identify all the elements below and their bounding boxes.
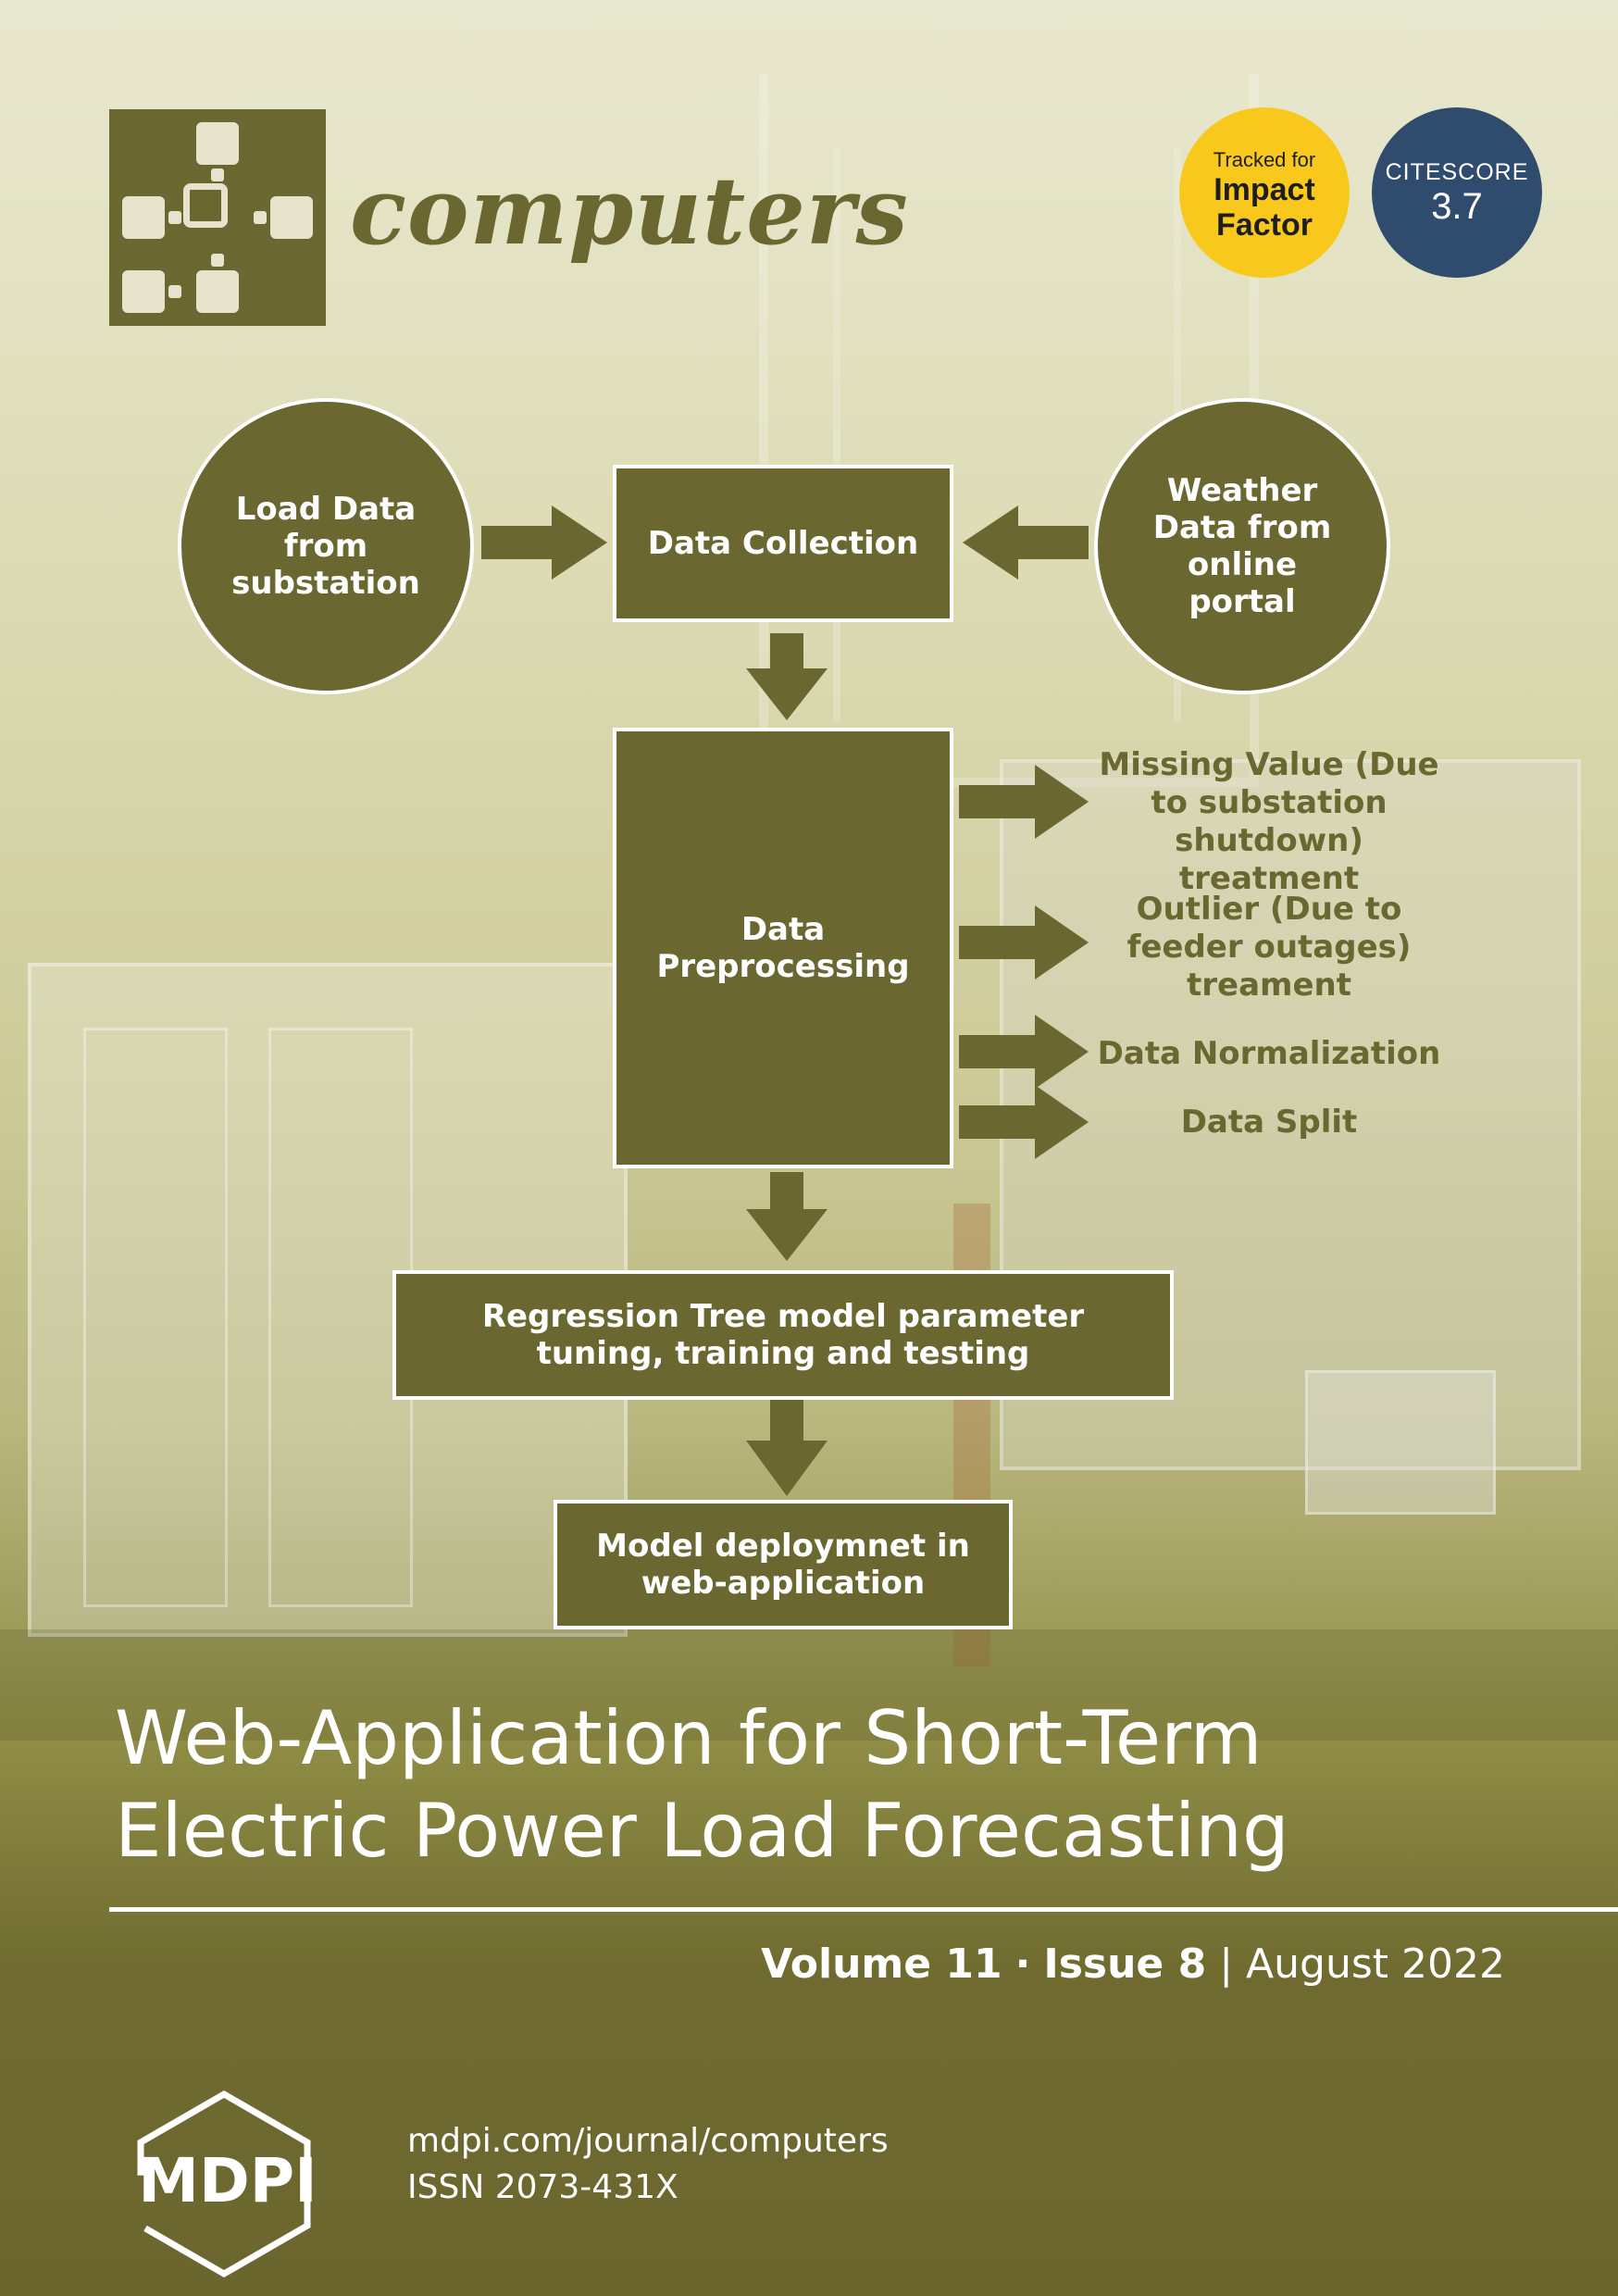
weather-data-source-node: Weather Data from online portal xyxy=(1094,398,1390,694)
arrow-right-icon xyxy=(959,1085,1089,1159)
issue-number: Issue 8 xyxy=(1043,1940,1207,1988)
data-collection-label: Data Collection xyxy=(647,524,919,562)
citescore-label: CITESCORE xyxy=(1385,159,1529,185)
arrow-right-icon xyxy=(959,1015,1089,1089)
mdpi-logo-text: MDPI xyxy=(138,2145,317,2216)
article-title-line1: Web-Application for Short-Term xyxy=(115,1695,1263,1781)
step-missing-value: Missing Value (Due to substation shutdow… xyxy=(1099,746,1439,897)
arrow-down-icon xyxy=(746,633,828,720)
publisher-info: mdpi.com/journal/computers ISSN 2073-431… xyxy=(407,2118,889,2211)
background-cabinet-door xyxy=(83,1028,228,1607)
background-junction-box xyxy=(1305,1370,1496,1515)
flow-arrows xyxy=(481,505,1089,1496)
deployment-label: Model deploymnet in web-application xyxy=(596,1527,970,1602)
data-preprocessing-label: Data Preprocessing xyxy=(656,910,910,985)
deployment-node: Model deploymnet in web-application xyxy=(554,1500,1013,1629)
issue-divider: | xyxy=(1219,1940,1234,1988)
impact-factor-badge: Tracked for Impact Factor xyxy=(1179,107,1350,278)
mdpi-logo-icon: MDPI xyxy=(104,2087,344,2281)
arrow-down-icon xyxy=(746,1400,828,1496)
article-title: Web-Application for Short-Term Electric … xyxy=(115,1692,1559,1878)
arrow-left-icon xyxy=(963,505,1089,580)
citescore-badge: CITESCORE 3.7 xyxy=(1372,107,1542,278)
data-preprocessing-node: Data Preprocessing xyxy=(613,728,953,1168)
journal-url: mdpi.com/journal/computers xyxy=(407,2122,889,2160)
regression-tree-node: Regression Tree model parameter tuning, … xyxy=(392,1270,1174,1400)
citescore-value: 3.7 xyxy=(1431,186,1483,227)
title-divider xyxy=(109,1907,1618,1912)
regression-tree-label: Regression Tree model parameter tuning, … xyxy=(481,1297,1085,1372)
step-normalization: Data Normalization xyxy=(1097,1035,1441,1072)
impact-badge-line2: Impact xyxy=(1214,172,1315,207)
journal-logo-icon xyxy=(109,109,326,326)
article-title-line2: Electric Power Load Forecasting xyxy=(115,1788,1289,1874)
volume-number: Volume 11 xyxy=(761,1940,1002,1988)
step-split: Data Split xyxy=(1180,1104,1358,1141)
load-data-source-node: Load Data from substation xyxy=(178,398,474,694)
issue-date: August 2022 xyxy=(1246,1940,1505,1988)
arrow-down-icon xyxy=(746,1172,828,1261)
impact-badge-line1: Tracked for xyxy=(1213,148,1316,171)
arrow-right-icon xyxy=(959,905,1089,980)
data-collection-node: Data Collection xyxy=(613,465,953,622)
background-ground xyxy=(0,1629,1618,1741)
journal-issn: ISSN 2073-431X xyxy=(407,2168,678,2206)
load-data-source-label: Load Data from substation xyxy=(231,490,420,603)
arrow-right-icon xyxy=(481,505,607,580)
step-outlier: Outlier (Due to feeder outages) treament xyxy=(1126,891,1412,1004)
journal-name: computers xyxy=(350,156,909,266)
arrow-right-icon xyxy=(959,765,1089,839)
weather-data-source-label: Weather Data from online portal xyxy=(1152,471,1332,621)
issue-separator: · xyxy=(1014,1940,1031,1988)
impact-badge-line3: Factor xyxy=(1216,207,1313,243)
issue-info: Volume 11 · Issue 8 | August 2022 xyxy=(761,1940,1505,1988)
